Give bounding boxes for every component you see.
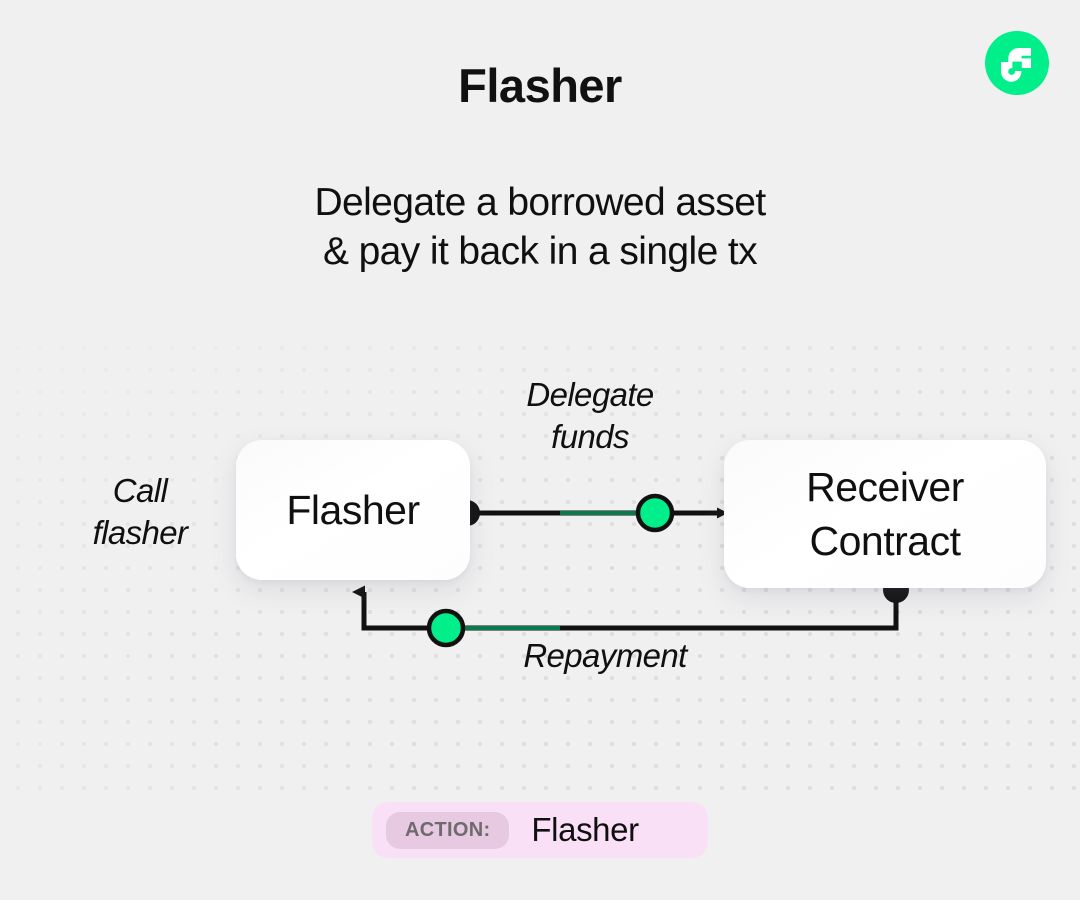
- label-delegate-funds: Delegate funds: [526, 376, 654, 455]
- action-badge[interactable]: ACTION: Flasher: [372, 802, 708, 858]
- node-flasher-label: Flasher: [286, 486, 420, 533]
- repayment-accent-node: [426, 608, 466, 648]
- action-tag-label: ACTION:: [386, 811, 510, 849]
- page-subtitle: Delegate a borrowed asset & pay it back …: [0, 178, 1080, 276]
- flow-logo: [985, 31, 1049, 95]
- edge-repayment: [352, 585, 899, 631]
- flow-diagram: Flasher Receiver Contract Call flasher D…: [0, 330, 1080, 790]
- label-call-flasher: Call flasher: [92, 472, 188, 551]
- subtitle-line-2: & pay it back in a single tx: [322, 230, 758, 273]
- node-receiver-contract-label: Receiver Contract: [806, 464, 964, 564]
- action-value-label: Flasher: [531, 811, 639, 848]
- label-repayment: Repayment: [523, 637, 687, 674]
- node-flasher[interactable]: Flasher: [236, 440, 470, 580]
- node-receiver-contract[interactable]: Receiver Contract: [724, 440, 1046, 588]
- delegate-accent-node: [635, 493, 675, 533]
- flow-logo-icon: [985, 31, 1049, 95]
- page-title: Flasher: [458, 59, 622, 112]
- subtitle-line-1: Delegate a borrowed asset: [314, 181, 766, 224]
